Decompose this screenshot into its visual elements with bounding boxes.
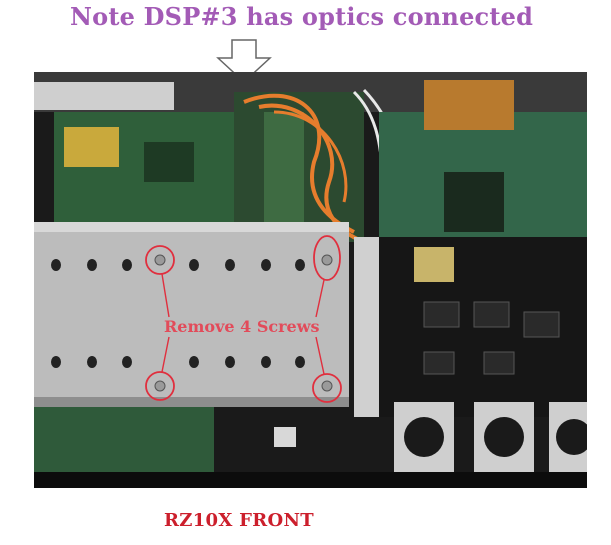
front-label: RZ10X FRONT xyxy=(164,510,314,531)
note-title: Note DSP#3 has optics connected xyxy=(70,2,534,31)
remove-screws-label: Remove 4 Screws xyxy=(164,317,320,336)
down-arrow-icon xyxy=(216,38,272,84)
device-photo xyxy=(34,72,587,488)
